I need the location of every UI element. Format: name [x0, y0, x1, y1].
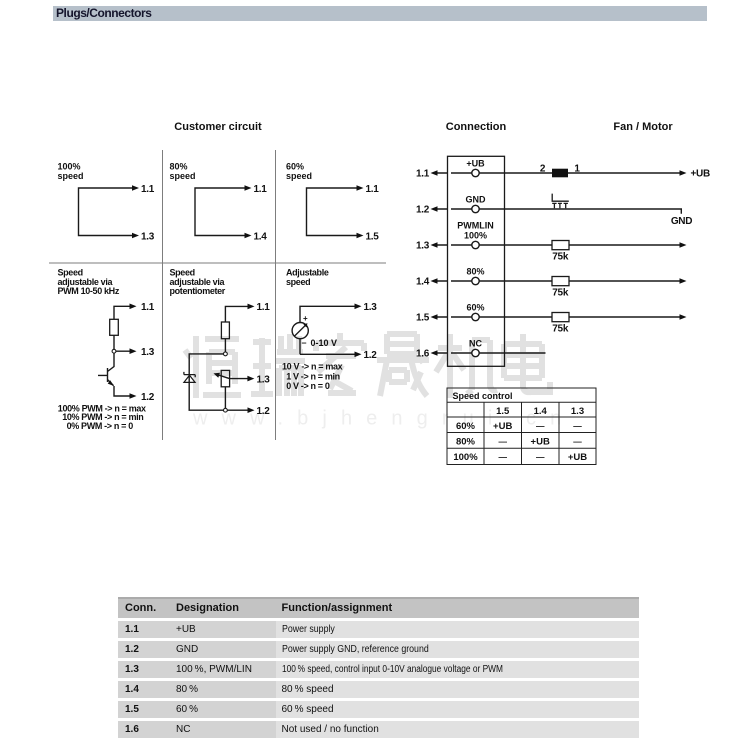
svg-text:60%: 60%	[456, 421, 476, 432]
svg-text:10% PWM -> n = min: 10% PWM -> n = min	[62, 412, 143, 422]
svg-text:Speed: Speed	[170, 268, 195, 278]
svg-text:1.5: 1.5	[496, 406, 510, 417]
svg-text:60%: 60%	[466, 302, 484, 312]
svg-text:1.3: 1.3	[257, 374, 271, 385]
svg-text:speed: speed	[286, 171, 312, 181]
svg-text:1.3: 1.3	[141, 231, 155, 242]
svg-text:1.4: 1.4	[534, 406, 548, 417]
svg-text:75k: 75k	[552, 324, 569, 335]
svg-text:–: –	[302, 338, 307, 348]
svg-text:speed: speed	[170, 171, 196, 181]
svg-text:1.2: 1.2	[364, 350, 378, 361]
svg-text:Adjustable: Adjustable	[286, 268, 329, 278]
svg-text:PWMLIN: PWMLIN	[457, 220, 494, 230]
svg-text:—: —	[573, 421, 582, 431]
svg-text:1.2: 1.2	[416, 205, 430, 216]
svg-text:Speed: Speed	[58, 268, 83, 278]
svg-text:adjustable via: adjustable via	[170, 277, 226, 287]
svg-text:1.1: 1.1	[257, 302, 271, 313]
svg-text:NC: NC	[469, 338, 482, 348]
svg-text:—: —	[536, 452, 545, 462]
svg-text:1.1: 1.1	[416, 169, 430, 180]
svg-text:100% PWM -> n = max: 100% PWM -> n = max	[58, 403, 146, 413]
svg-text:+UB: +UB	[531, 436, 550, 447]
svg-text:—: —	[498, 436, 507, 446]
svg-text:Customer circuit: Customer circuit	[174, 121, 262, 133]
svg-text:100%: 100%	[464, 231, 487, 241]
svg-text:60%: 60%	[286, 162, 304, 172]
svg-text:1.5: 1.5	[416, 313, 430, 324]
svg-text:2: 2	[540, 163, 546, 174]
svg-text:speed: speed	[286, 277, 310, 287]
svg-text:1.4: 1.4	[416, 277, 430, 288]
svg-text:1: 1	[574, 163, 580, 174]
svg-text:Speed control: Speed control	[453, 391, 513, 401]
svg-text:100%: 100%	[453, 452, 478, 463]
svg-text:speed: speed	[58, 171, 84, 181]
svg-text:—: —	[573, 436, 582, 446]
svg-text:1.2: 1.2	[141, 392, 155, 403]
svg-text:1.6: 1.6	[416, 349, 430, 360]
svg-text:+UB: +UB	[466, 158, 485, 168]
svg-text:10 V -> n = max: 10 V -> n = max	[282, 362, 343, 372]
svg-text:0-10 V: 0-10 V	[311, 338, 338, 348]
svg-text:1.3: 1.3	[141, 347, 155, 358]
svg-text:+UB: +UB	[493, 421, 512, 432]
svg-text:100%: 100%	[58, 162, 81, 172]
svg-text:potentiometer: potentiometer	[170, 286, 226, 296]
svg-text:1.3: 1.3	[571, 406, 584, 417]
svg-text:Connection: Connection	[446, 121, 507, 133]
svg-text:+UB: +UB	[568, 452, 587, 463]
svg-text:adjustable via: adjustable via	[58, 277, 114, 287]
svg-text:75k: 75k	[552, 288, 569, 299]
svg-text:GND: GND	[466, 194, 487, 204]
svg-text:Fan / Motor: Fan / Motor	[613, 121, 673, 133]
svg-text:+UB: +UB	[691, 169, 710, 180]
svg-text:1.1: 1.1	[254, 184, 268, 195]
svg-text:GND: GND	[671, 216, 692, 227]
svg-text:+: +	[303, 314, 308, 323]
svg-text:—: —	[498, 452, 507, 462]
svg-text:75k: 75k	[552, 252, 569, 263]
svg-text:80%: 80%	[456, 436, 476, 447]
svg-text:1.4: 1.4	[254, 231, 268, 242]
svg-text:1.1: 1.1	[366, 184, 380, 195]
svg-text:0% PWM -> n = 0: 0% PWM -> n = 0	[67, 421, 134, 431]
svg-text:1.2: 1.2	[257, 406, 271, 417]
svg-text:1.1: 1.1	[141, 302, 155, 313]
svg-text:1.1: 1.1	[141, 184, 155, 195]
svg-text:0 V -> n = 0: 0 V -> n = 0	[286, 381, 330, 391]
svg-text:80%: 80%	[170, 162, 188, 172]
svg-text:1.3: 1.3	[364, 302, 378, 313]
svg-text:1.3: 1.3	[416, 241, 430, 252]
svg-text:1 V -> n = min: 1 V -> n = min	[286, 371, 340, 381]
svg-text:—: —	[536, 421, 545, 431]
svg-text:www.bjhengrui.cn: www.bjhengrui.cn	[192, 408, 575, 430]
svg-text:1.5: 1.5	[366, 231, 380, 242]
svg-text:PWM 10-50 kHz: PWM 10-50 kHz	[58, 286, 120, 296]
svg-text:80%: 80%	[466, 266, 484, 276]
